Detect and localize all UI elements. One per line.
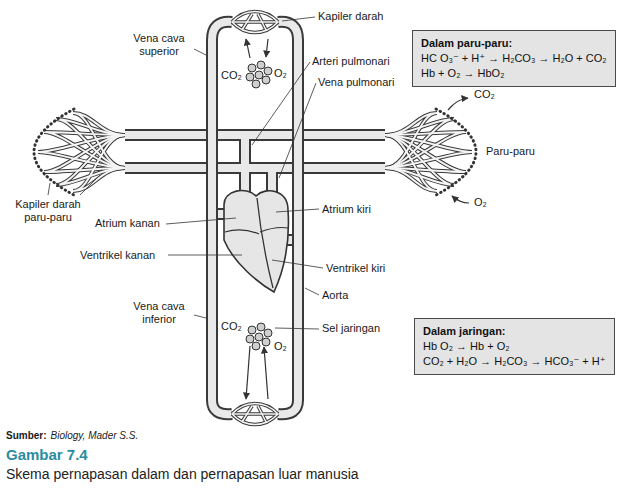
- vessel-label: Vena cava superior: [126, 32, 192, 58]
- vessel-label: Kapiler darah paru-paru: [6, 198, 90, 224]
- alveoli-edge: [436, 109, 476, 195]
- capillary-bed: [232, 12, 278, 33]
- leader-line: [80, 175, 100, 195]
- leader-lines: [48, 17, 323, 329]
- gas-arrow: [246, 346, 250, 399]
- gas-label: O₂: [274, 67, 287, 80]
- blood-vessel: [212, 22, 298, 414]
- equation-line: CO₂ + H₂O → H₂CO₃ → HCO₃⁻ + H⁺: [423, 354, 606, 368]
- organ-label: Paru-paru: [486, 145, 535, 158]
- gas-label: O₂: [474, 196, 487, 209]
- leader-line: [166, 218, 236, 224]
- chamber-label: Atrium kanan: [95, 217, 160, 230]
- leader-line: [168, 255, 242, 256]
- gas-label: CO₂: [474, 88, 495, 101]
- gas-arrow: [246, 39, 250, 58]
- vessel-label: Aorta: [322, 289, 348, 302]
- gas-label: O₂: [274, 340, 287, 353]
- chamber-label: Atrium kiri: [322, 203, 371, 216]
- equation-line: Hb O₂ → Hb + O₂: [423, 339, 606, 353]
- alveoli-edge: [34, 109, 74, 195]
- tissue-cells: [246, 323, 272, 350]
- leader-line: [282, 17, 315, 21]
- heart-septum: [257, 198, 273, 288]
- vessel-label: Kapiler darah: [318, 10, 383, 23]
- vessel-label: Arteri pulmonari: [312, 55, 390, 68]
- gas-arrow: [266, 39, 268, 57]
- heart-valve: [225, 230, 259, 234]
- equation-box: Dalam paru-paru:HC O₃⁻ + H⁺ → H₂CO₃ → H₂…: [412, 30, 616, 87]
- tissue-cells: [246, 61, 272, 88]
- box-heading: Dalam paru-paru:: [421, 36, 607, 50]
- equation-line: HC O₃⁻ + H⁺ → H₂CO₃ → H₂O + CO₂: [421, 51, 607, 65]
- blood-vessel: [212, 22, 298, 414]
- heart-valve: [260, 228, 288, 233]
- leader-line: [279, 83, 316, 178]
- gas-arrow: [264, 347, 268, 399]
- vessel-label: Vena cava inferior: [126, 300, 192, 326]
- figure-number: Gambar 7.4: [6, 446, 88, 463]
- leader-line: [275, 328, 319, 329]
- capillary-bed: [232, 404, 278, 425]
- cell-label: Sel jaringan: [322, 322, 380, 335]
- equation-box: Dalam jaringan:Hb O₂ → Hb + O₂CO₂ + H₂O …: [414, 318, 615, 375]
- gas-arrow: [452, 196, 469, 203]
- leader-line: [48, 183, 50, 195]
- leader-line: [252, 62, 310, 145]
- gas-label: CO₂: [221, 320, 242, 333]
- equation-line: Hb + O₂ → HbO₂: [421, 66, 607, 80]
- chamber-label: Ventrikel kiri: [326, 262, 385, 275]
- box-heading: Dalam jaringan:: [423, 324, 606, 338]
- capillary-bed: [232, 12, 278, 33]
- source-text: Biology, Mader S.S.: [51, 430, 139, 442]
- leader-line: [272, 260, 323, 268]
- leader-line: [276, 209, 319, 212]
- heart: [224, 190, 288, 292]
- leader-line: [194, 49, 206, 55]
- capillary-bed: [232, 404, 278, 425]
- gas-label: CO₂: [221, 69, 242, 82]
- chamber-label: Ventrikel kanan: [80, 249, 155, 262]
- vessel-label: Vena pulmonari: [318, 76, 394, 89]
- source-label: Sumber:: [6, 430, 47, 442]
- gas-arrow: [448, 98, 468, 110]
- figure-caption: Skema pernapasan dalam dan pernapasan lu…: [6, 466, 359, 482]
- leader-line: [194, 315, 206, 318]
- leader-line: [305, 288, 319, 295]
